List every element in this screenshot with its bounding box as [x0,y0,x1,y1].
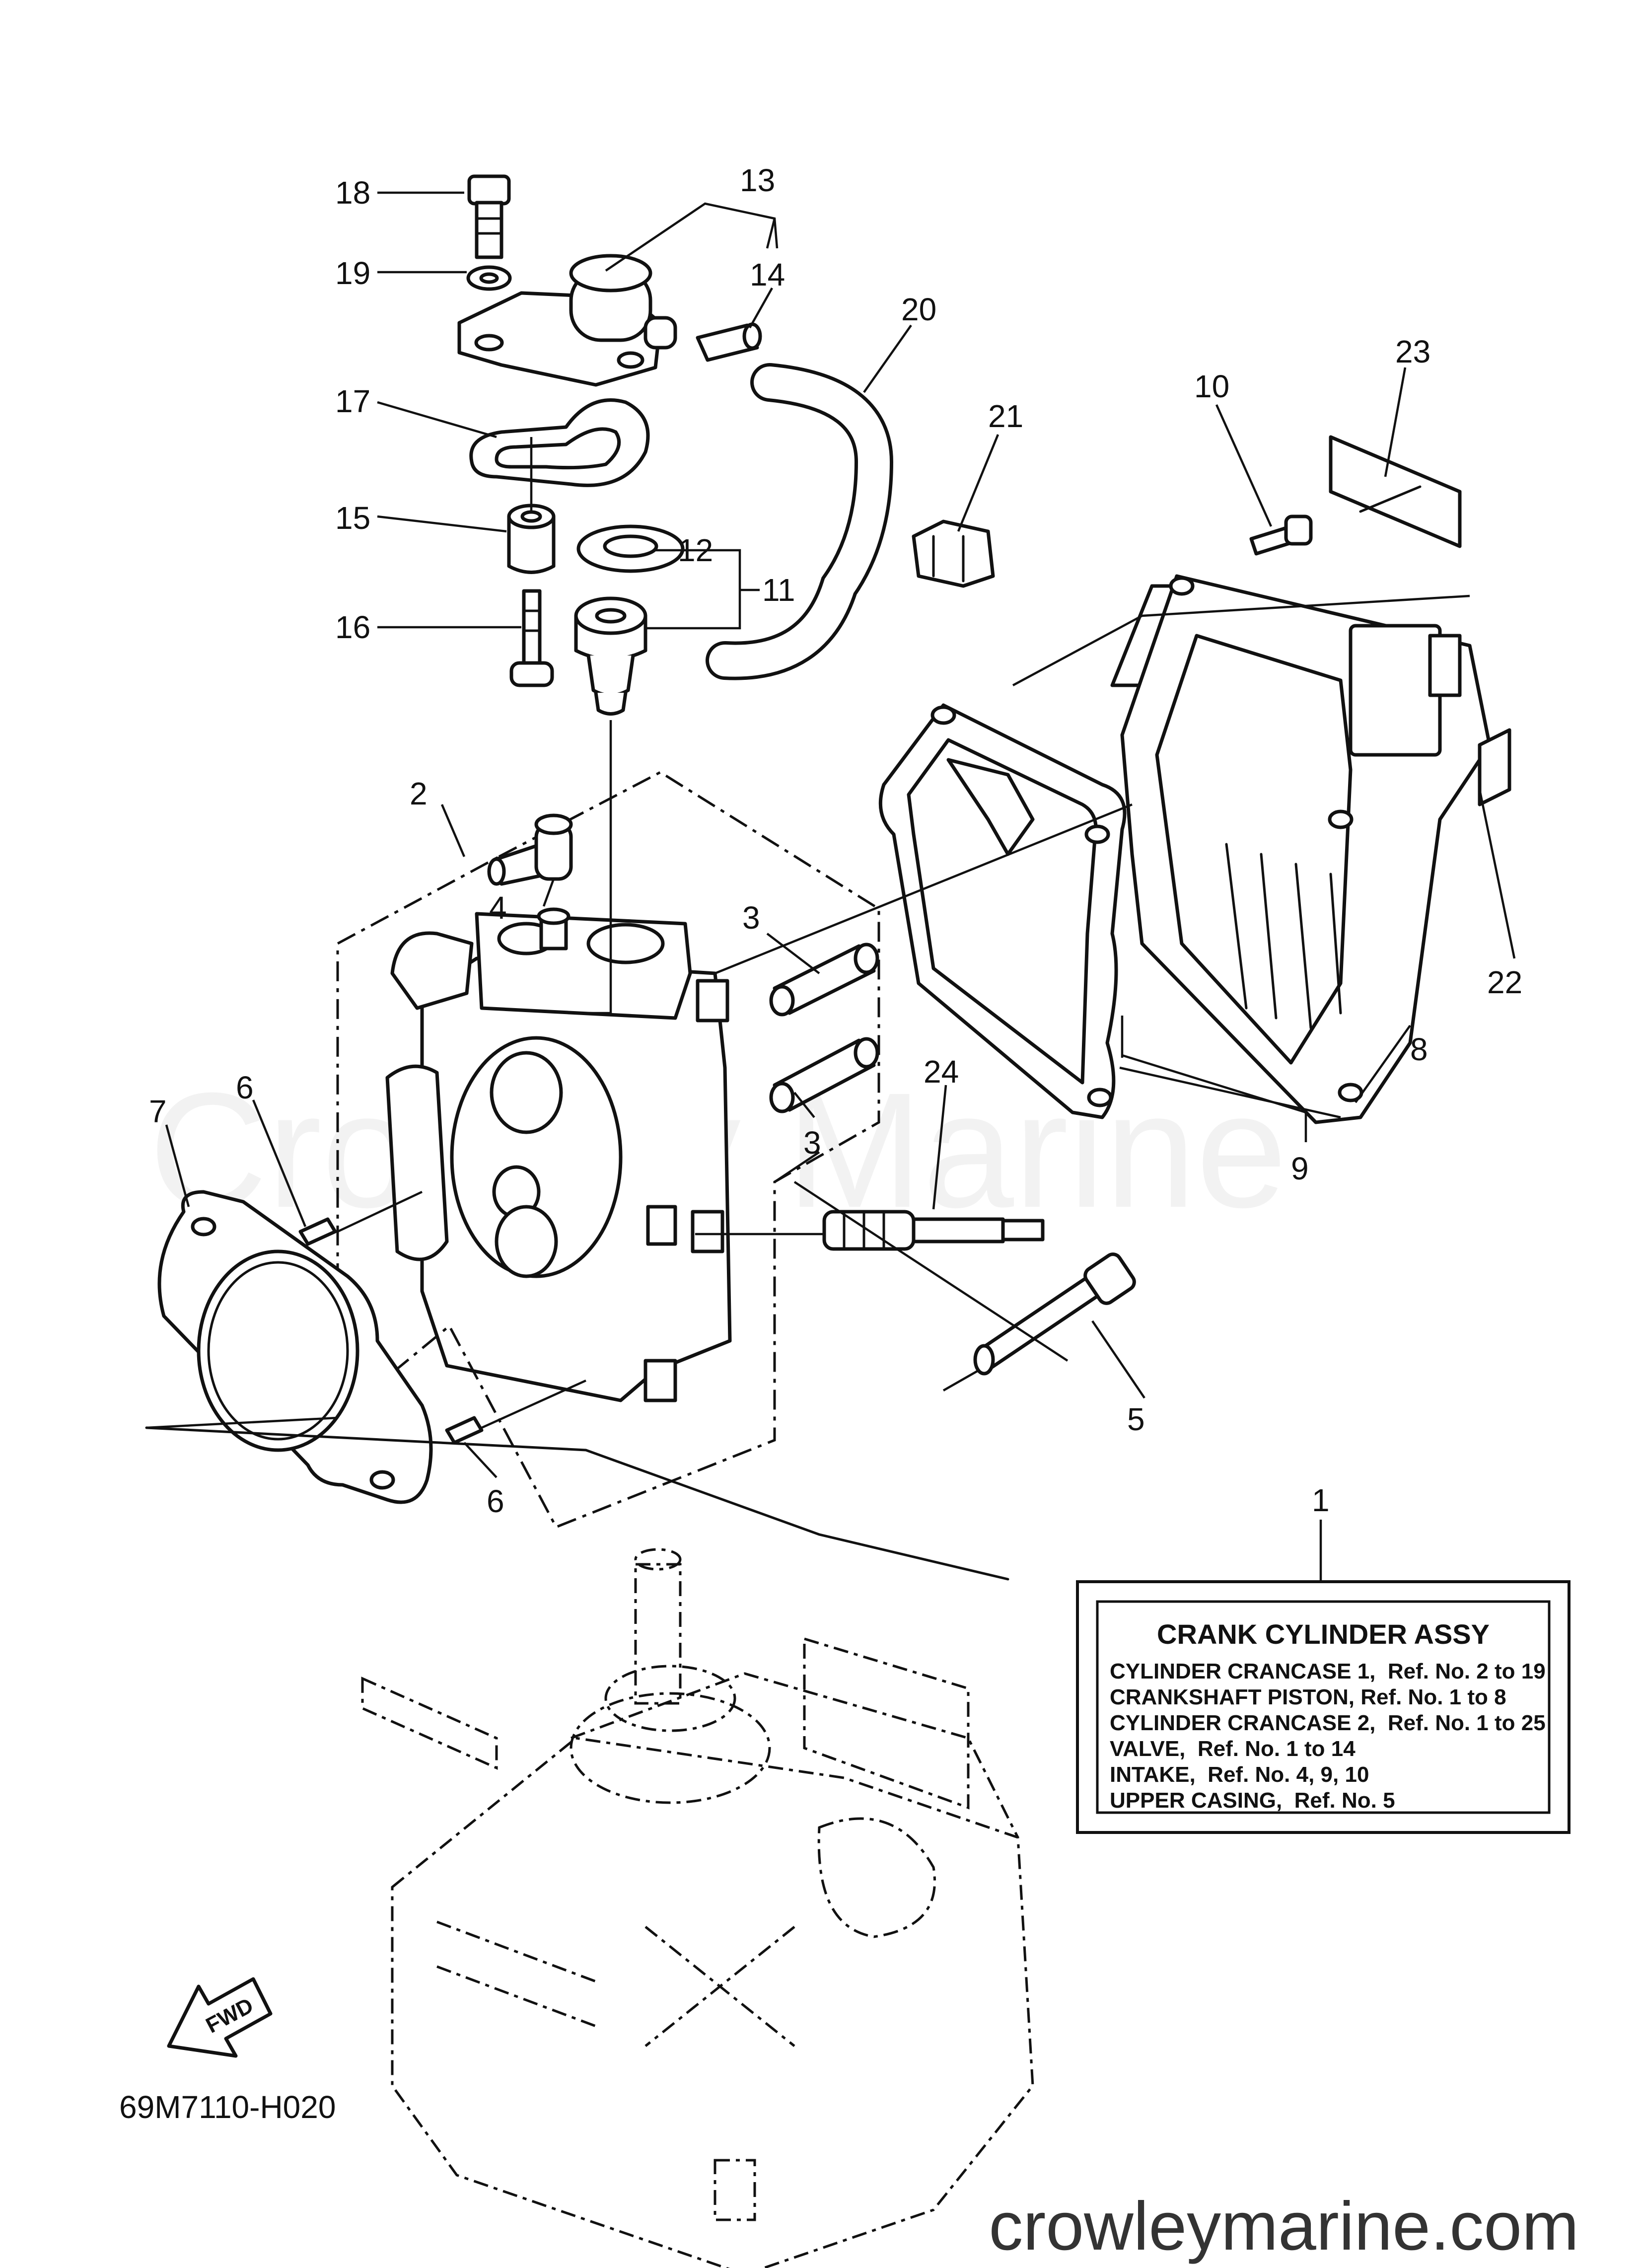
legend-line-3: CYLINDER CRANCASE 2, Ref. No. 1 to 25 [1110,1711,1546,1735]
part-19-washer[interactable] [466,265,512,291]
callout-11: 11 [762,572,795,608]
part-6-dowel-upper[interactable] [298,1217,337,1246]
part-7-head-gasket[interactable] [157,1190,433,1504]
callout-18: 18 [335,175,370,211]
callout-numbers: 1 2 3 3 4 5 6 6 7 8 9 10 11 12 13 14 15 … [149,162,1522,1519]
callout-15: 15 [335,500,370,536]
callout-9: 9 [1291,1151,1309,1186]
callout-23: 23 [1395,334,1430,369]
callout-21: 21 [988,398,1023,434]
callout-16: 16 [335,609,370,645]
fwd-arrow-icon: FWD [167,1977,273,2058]
callout-13: 13 [740,162,775,198]
callout-10: 10 [1194,368,1229,404]
legend-title: CRANK CYLINDER ASSY [1157,1618,1490,1650]
part-3-sleeve-upper[interactable] [769,943,879,1017]
legend-line-2: CRANKSHAFT PISTON, Ref. No. 1 to 8 [1110,1685,1506,1709]
callout-8: 8 [1410,1031,1428,1067]
callout-6-upper: 6 [236,1070,254,1105]
part-11-thermostat[interactable] [574,596,647,716]
callout-2: 2 [410,776,428,811]
callout-6-lower: 6 [487,1483,504,1519]
callout-20: 20 [901,292,936,327]
callout-3-lower: 3 [803,1125,821,1161]
legend-line-4: VALVE, Ref. No. 1 to 14 [1110,1737,1356,1761]
legend-line-5: INTAKE, Ref. No. 4, 9, 10 [1110,1762,1369,1787]
part-12-seal-ring[interactable] [576,524,685,573]
callout-14: 14 [750,257,785,293]
legend-line-1: CYLINDER CRANCASE 1, Ref. No. 2 to 19 [1110,1659,1546,1683]
callout-19: 19 [335,255,370,291]
legend-line-6: UPPER CASING, Ref. No. 5 [1110,1788,1395,1813]
cylinder-assembly-boundary [336,771,880,1529]
part-8-head-cover[interactable] [1110,574,1492,1124]
part-24-spark-plug[interactable] [822,1210,1045,1251]
part-13-thermostat-cover[interactable] [457,254,677,387]
assembly-legend: CRANK CYLINDER ASSY CYLINDER CRANCASE 1,… [1076,1580,1571,1834]
part-14-nipple[interactable] [696,322,762,362]
part-21-clip[interactable] [912,519,995,588]
callout-1: 1 [1312,1482,1330,1518]
part-3-sleeve-lower[interactable] [769,1037,879,1113]
part-16-bolt[interactable] [509,589,554,687]
crankcase-phantom [361,1548,1034,2268]
footer-url[interactable]: crowleymarine.com [989,2188,1579,2265]
part-6-dowel-lower[interactable] [445,1416,484,1445]
callout-24: 24 [924,1054,959,1090]
part-23-label[interactable] [1329,435,1462,548]
part-17-gasket[interactable] [469,398,650,487]
callout-4: 4 [489,890,507,926]
callout-7: 7 [149,1094,167,1129]
callout-22: 22 [1487,964,1522,1000]
callout-12: 12 [678,532,713,568]
part-22-label[interactable] [1478,728,1511,806]
part-5-long-bolt[interactable] [973,1251,1138,1376]
part-18-bolt[interactable] [467,174,511,259]
part-20-hose[interactable] [706,363,894,680]
part-10-bolt[interactable] [1249,514,1313,556]
callout-3-upper: 3 [742,900,760,936]
part-9-gasket[interactable] [878,703,1127,1119]
callout-5: 5 [1127,1401,1145,1437]
part-15-collar[interactable] [507,504,556,574]
diagram-code: 69M7110-H020 [119,2089,336,2125]
callout-17: 17 [335,383,370,419]
crankcase-reference-line [145,1426,1009,1581]
part-2-cylinder-block[interactable] [385,912,732,1402]
part-4-nipple-on-block [537,907,571,951]
leader-lines [146,191,1516,1582]
part-4-elbow-fitting[interactable] [487,813,573,886]
